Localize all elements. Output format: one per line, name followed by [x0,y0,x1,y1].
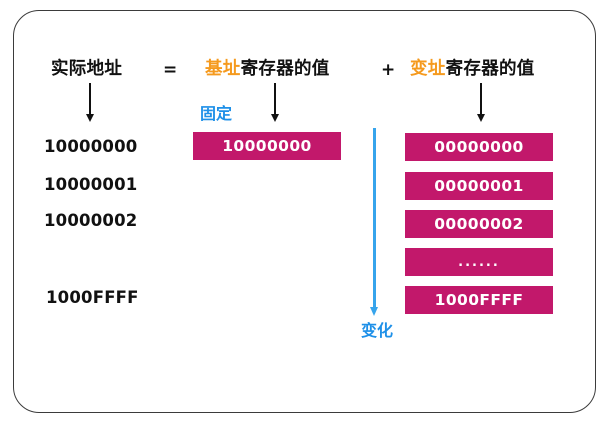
down-arrow-icon-index-register [477,83,486,123]
index-register-value-box: 00000002 [405,210,553,238]
actual-address-item: 10000002 [44,211,138,230]
down-arrow-icon-base-register [271,83,280,123]
index-register-value-box: 1000FFFF [405,286,553,314]
header-index-register: 变址寄存器的值 [410,59,535,79]
arrow-shaft [373,128,376,309]
annotation-fixed-label: 固定 [200,104,233,123]
header-base-rest: 寄存器的值 [240,59,330,79]
rounded-frame-border [13,10,596,413]
header-base-prefix: 基址 [205,59,241,79]
arrow-head [370,307,378,316]
header-base-register: 基址寄存器的值 [205,59,330,79]
index-register-value-box: 00000001 [405,172,553,200]
header-index-rest: 寄存器的值 [445,59,535,79]
annotation-changing-label: 变化 [361,321,394,340]
header-index-prefix: 变址 [410,59,446,79]
base-register-value-box: 10000000 [193,132,341,160]
arrow-shaft [89,83,92,115]
down-arrow-icon-actual-address [86,83,95,123]
index-register-value-box: 00000000 [405,133,553,161]
header-actual-address: 实际地址 [51,59,123,79]
arrow-shaft [274,83,277,115]
down-arrow-icon-changing [370,128,379,318]
arrow-shaft [480,83,483,115]
arrow-head [477,114,485,122]
actual-address-item: 10000000 [44,137,138,156]
actual-address-item: 10000001 [44,175,138,194]
index-register-value-box-ellipsis: ...... [405,248,553,276]
arrow-head [86,114,94,122]
arrow-head [271,114,279,122]
header-plus-sign: + [381,60,396,80]
actual-address-item: 1000FFFF [46,288,139,307]
header-equals-sign: = [163,60,178,80]
